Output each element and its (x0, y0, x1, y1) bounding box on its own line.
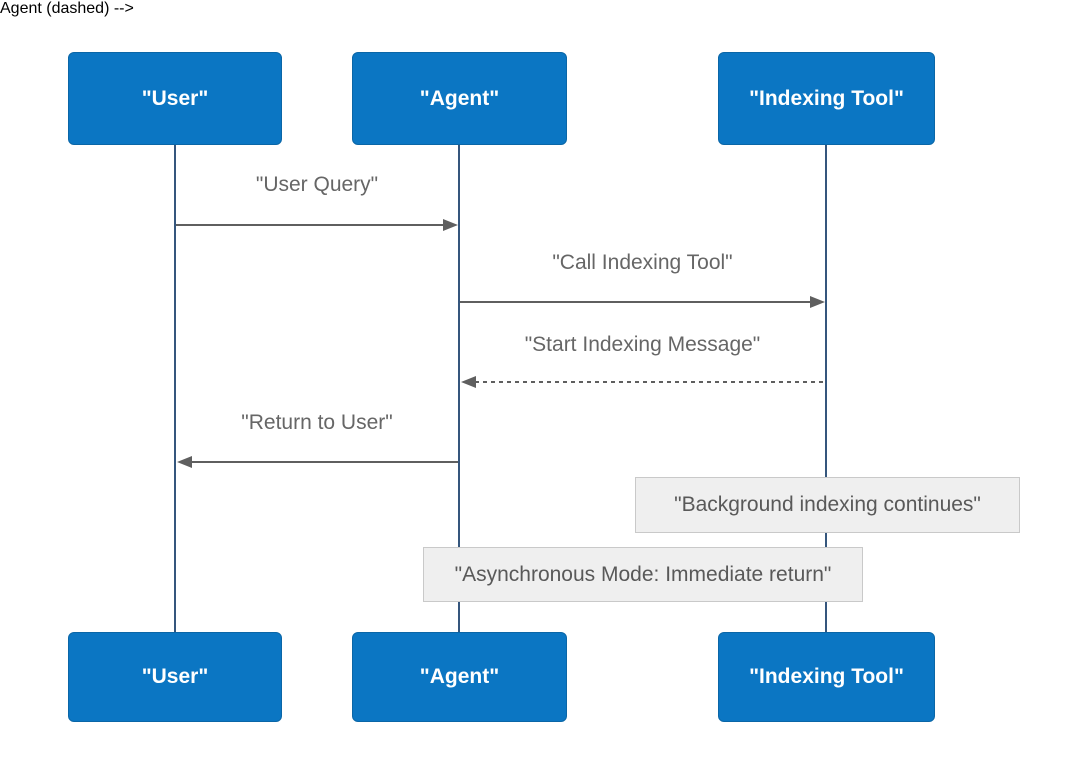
note-label: "Asynchronous Mode: Immediate return" (454, 562, 832, 586)
actor-label-agent-top: "Agent" (419, 86, 500, 110)
message-label-call-indexing-tool: "Call Indexing Tool" (552, 251, 733, 274)
note-asynchronous-mode-immediate-return: "Asynchronous Mode: Immediate return" (423, 547, 863, 602)
actor-label-indexing-tool-bottom: "Indexing Tool" (749, 665, 904, 688)
message-line-start-indexing-message (475, 381, 825, 383)
arrowhead-right-icon (443, 219, 458, 231)
actor-label-user-top: "User" (141, 86, 209, 110)
note-background-indexing-continues: "Background indexing continues" (635, 477, 1020, 533)
lifeline-agent (458, 145, 460, 632)
arrowhead-left-icon (461, 376, 476, 388)
actor-label-indexing-tool-top: "Indexing Tool" (749, 86, 904, 110)
actor-box-agent-top: "Agent" (352, 52, 567, 145)
message-label-start-indexing-message: "Start Indexing Message" (524, 333, 761, 356)
message-line-call-indexing-tool (460, 301, 813, 303)
actor-box-indexing-tool-top: "Indexing Tool" (718, 52, 935, 145)
arrowhead-right-icon (810, 296, 825, 308)
actor-box-user-bottom: "User" (68, 632, 282, 722)
actor-box-agent-bottom: "Agent" (352, 632, 567, 722)
actor-box-indexing-tool-bottom: "Indexing Tool" (718, 632, 935, 722)
actor-label-agent-bottom: "Agent" (419, 665, 500, 688)
lifeline-user (174, 145, 176, 632)
message-label-user-query: "User Query" (255, 173, 379, 196)
message-label-return-to-user: "Return to User" (241, 411, 393, 434)
actor-label-user-bottom: "User" (141, 665, 209, 688)
lifeline-indexing-tool (825, 145, 827, 632)
message-line-user-query (176, 224, 446, 226)
message-line-return-to-user (191, 461, 458, 463)
actor-box-user-top: "User" (68, 52, 282, 145)
note-label: "Background indexing continues" (674, 493, 981, 516)
arrowhead-left-icon (177, 456, 192, 468)
